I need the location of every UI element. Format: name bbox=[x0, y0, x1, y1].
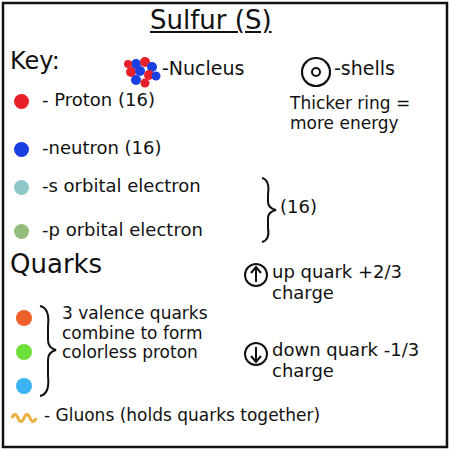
legend-text: -Nucleus bbox=[162, 58, 244, 80]
section-heading: Quarks bbox=[10, 250, 102, 280]
legend-text: -s orbital electron bbox=[42, 176, 201, 197]
legend-text: -neutron (16) bbox=[42, 138, 162, 159]
title: Sulfur (S) bbox=[150, 6, 272, 36]
section-heading: Key: bbox=[10, 48, 60, 76]
gluon-symbol bbox=[12, 415, 36, 422]
up-quark-symbol bbox=[245, 264, 267, 286]
legend-text: down quark -1/3 charge bbox=[272, 340, 440, 381]
note: (16) bbox=[280, 197, 317, 218]
note: 3 valence quarks combine to form colorle… bbox=[62, 304, 227, 363]
legend-swatch bbox=[14, 142, 29, 157]
quark-dot bbox=[16, 378, 32, 394]
quark-dot bbox=[16, 310, 32, 326]
nucleus-icon bbox=[124, 57, 161, 88]
down-quark-symbol bbox=[245, 343, 267, 365]
note: Thicker ring = more energy bbox=[290, 94, 430, 133]
shell-icon bbox=[302, 58, 330, 86]
legend-swatch bbox=[14, 224, 29, 239]
frame-border bbox=[3, 3, 447, 447]
bracket bbox=[40, 306, 56, 396]
legend-text: -shells bbox=[334, 58, 395, 80]
legend-text: - Gluons (holds quarks together) bbox=[44, 406, 320, 426]
quark-dot bbox=[16, 344, 32, 360]
legend-swatch bbox=[14, 180, 29, 195]
bracket bbox=[262, 178, 276, 242]
legend-text: -p orbital electron bbox=[42, 220, 203, 241]
legend-swatch bbox=[14, 94, 29, 109]
legend-text: up quark +2/3 charge bbox=[272, 262, 440, 303]
legend-text: - Proton (16) bbox=[42, 90, 155, 111]
